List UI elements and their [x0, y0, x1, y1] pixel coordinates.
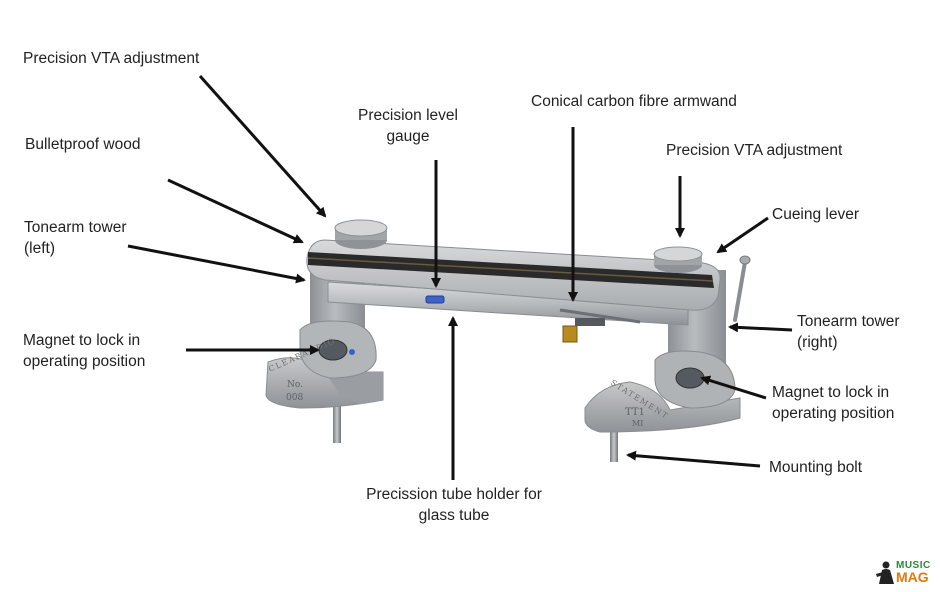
- watermark-line2: MAG: [896, 569, 929, 585]
- vta-knob-left: [334, 219, 388, 237]
- base-left-side: [325, 372, 383, 404]
- arrow-cueing: [716, 216, 769, 254]
- base-right: [584, 381, 741, 433]
- silhouette-icon: [876, 561, 894, 584]
- mounting-bolt-left: [333, 405, 341, 443]
- watermark-logo: MUSIC MAG: [874, 560, 938, 585]
- arrow-magnet-right: [700, 375, 767, 400]
- arrow-wood: [167, 178, 304, 244]
- label-magnet-right: Magnet to lock in operating position: [772, 384, 895, 422]
- arrow-tower-right: [728, 322, 793, 333]
- mounting-bolt-right: [610, 422, 618, 462]
- watermark-line1: MUSIC: [896, 560, 931, 571]
- label-tube-holder: Precission tube holder for glass tube: [366, 486, 542, 524]
- armwand: [559, 308, 641, 324]
- engraving-right-model: TT1: [625, 407, 645, 418]
- magnet-left-indicator: [349, 349, 355, 355]
- cueing-lever-knob: [739, 255, 751, 265]
- label-mounting-bolt: Mounting bolt: [769, 459, 863, 476]
- label-vta-right: Precision VTA adjustment: [666, 142, 843, 159]
- label-vta-left: Precision VTA adjustment: [23, 50, 200, 67]
- wood-band-stripe: [307, 257, 714, 282]
- vta-knob-right: [653, 246, 703, 262]
- label-armwand: Conical carbon fibre armwand: [531, 93, 737, 110]
- arrow-tower-left: [127, 244, 306, 284]
- headshell: [575, 318, 605, 326]
- arrow-mounting-bolt: [626, 450, 761, 468]
- label-level-gauge: Precision level gauge: [358, 107, 458, 145]
- engraving-right-sub: MI: [632, 419, 643, 428]
- engraving-left-no: No.: [287, 380, 303, 390]
- cartridge: [562, 325, 578, 343]
- level-gauge: [425, 295, 445, 304]
- label-cueing: Cueing lever: [772, 206, 860, 223]
- label-tower-right: Tonearm tower (right): [797, 313, 900, 351]
- label-tower-left: Tonearm tower (left): [24, 219, 127, 257]
- engraving-left-num: 008: [286, 393, 303, 403]
- magnet-right: [675, 367, 705, 389]
- label-wood: Bulletproof wood: [25, 136, 141, 153]
- arrow-vta-left: [198, 75, 327, 218]
- cueing-lever: [733, 260, 747, 322]
- label-magnet-left: Magnet to lock in operating position: [23, 332, 146, 370]
